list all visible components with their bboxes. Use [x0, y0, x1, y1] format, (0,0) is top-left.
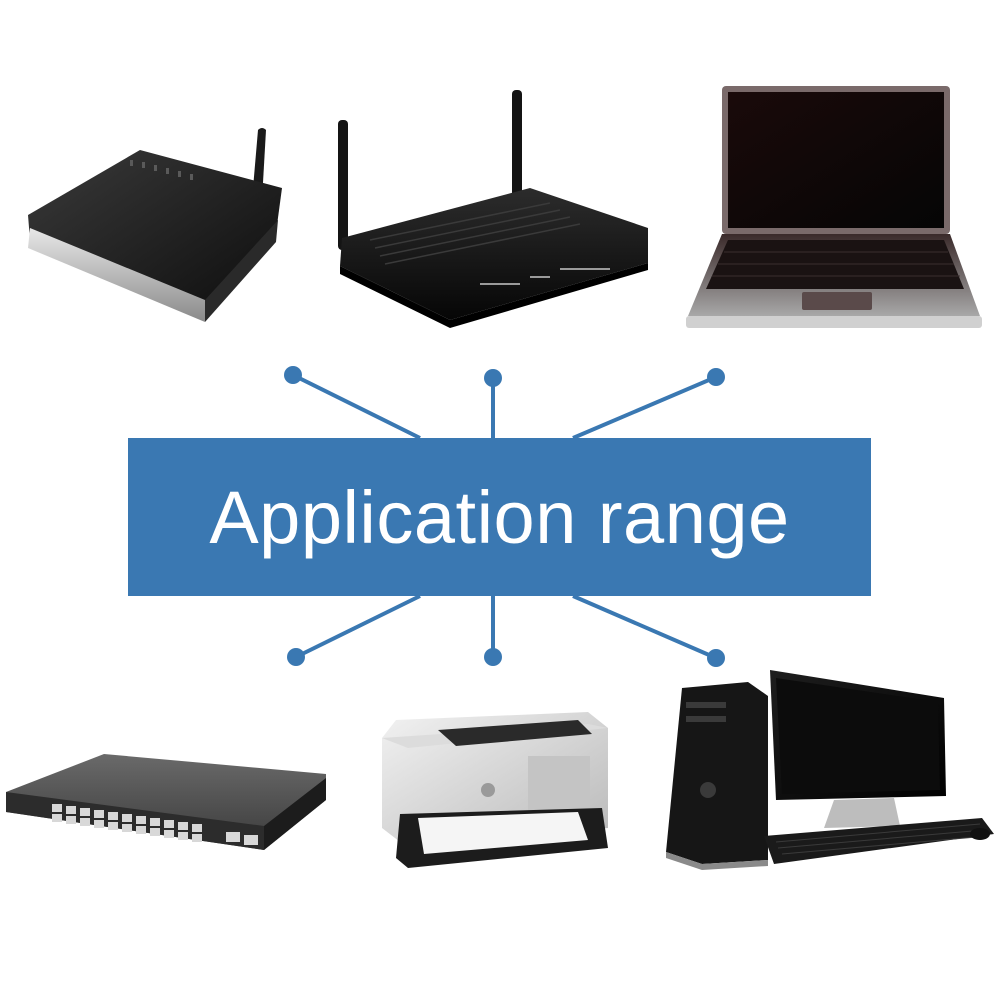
- connector-top-right: [572, 375, 717, 440]
- title-banner: Application range: [128, 438, 871, 596]
- laser-printer-icon: [382, 712, 608, 868]
- connector-dot: [707, 649, 725, 667]
- title-text: Application range: [209, 475, 790, 559]
- connector-bottom-left: [295, 594, 421, 659]
- wireless-router-icon: [338, 90, 648, 328]
- connector-dot: [484, 648, 502, 666]
- connector-dot: [287, 648, 305, 666]
- connector-dot: [484, 369, 502, 387]
- desktop-computer-icon: [666, 670, 994, 870]
- connector-dot: [707, 368, 725, 386]
- connector-bottom-right: [572, 594, 717, 660]
- network-switch-icon: [6, 754, 326, 850]
- laptop-icon: [686, 86, 982, 328]
- connector-top-left: [292, 373, 421, 440]
- adsl-router-icon: [28, 128, 282, 322]
- connector-dot: [284, 366, 302, 384]
